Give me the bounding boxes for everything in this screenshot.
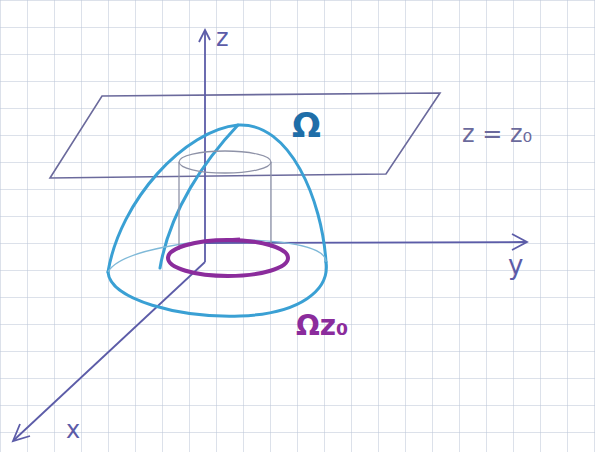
cylinder-top xyxy=(179,151,271,173)
plane xyxy=(50,93,440,178)
section-ellipse xyxy=(168,240,288,276)
x-arrow xyxy=(13,424,30,441)
z-axis xyxy=(204,32,206,262)
axis-label: x xyxy=(66,418,80,442)
axis-label: y xyxy=(508,252,523,278)
y-arrow xyxy=(512,234,527,250)
base-back xyxy=(108,240,326,272)
cylinder-side xyxy=(270,162,271,248)
z-arrow xyxy=(199,30,210,42)
region-omega xyxy=(108,125,326,316)
dome-meridian xyxy=(160,125,238,268)
base-front xyxy=(108,262,326,316)
cylinder xyxy=(179,151,271,250)
axes xyxy=(13,30,527,441)
axis-label: z xyxy=(216,26,229,50)
plane-label: z = z₀ xyxy=(462,122,532,146)
region-label: Ω xyxy=(292,108,321,142)
cylinder-side xyxy=(178,162,179,250)
dome-outline xyxy=(108,125,326,272)
section-label: Ωz₀ xyxy=(296,312,348,340)
section-mark xyxy=(225,239,240,240)
x-axis xyxy=(14,262,205,440)
